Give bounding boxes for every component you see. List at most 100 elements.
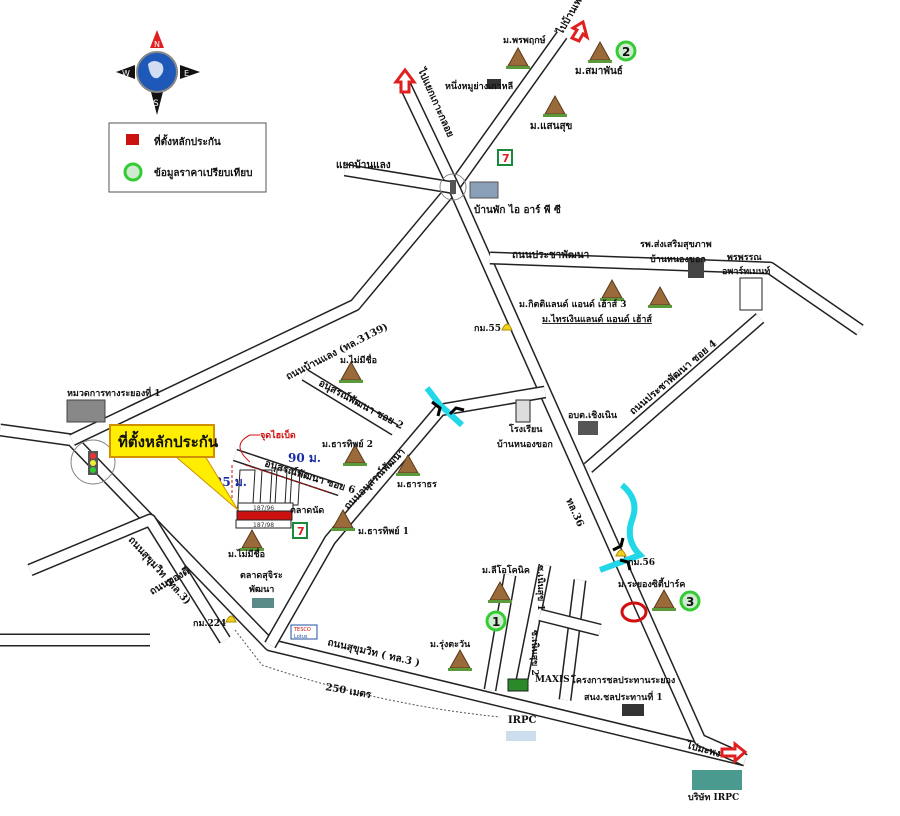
place-label: อบต.เชิงเนิน (568, 410, 618, 421)
house-icon (448, 648, 472, 671)
place-label: รพ.ส่งเสริมสุขภาพ (640, 239, 712, 250)
place-label: ม.แสนสุข (530, 121, 573, 132)
road (69, 32, 567, 445)
road (560, 579, 585, 701)
house-icon (600, 278, 624, 301)
place-label: ตลาดสุจิระ (240, 570, 283, 581)
place-label: แยกบ้านแลง (336, 159, 391, 171)
comparison-swatch (123, 162, 143, 182)
comparable-marker-2[interactable]: 2 (615, 40, 637, 62)
place-label: MAXIS (535, 675, 570, 685)
plot-number: 187/96 (253, 505, 274, 512)
road-label: อนุสรณ์พัฒนา ซอย 2 (317, 377, 406, 432)
legend-comparison-label: ข้อมูลราคาเปรียบเทียบ (154, 167, 252, 180)
place-label: บริษัท IRPC (688, 792, 739, 803)
canal (424, 386, 465, 428)
frontage-measurement: 90 ม. (288, 451, 321, 465)
place-label: ม.ธาราธร (397, 480, 437, 490)
place-label: โครงการชลประทานระยอง (570, 674, 675, 686)
place-label: ตลาดนัด (290, 505, 324, 516)
place-label: ม.รุ่งตะวัน (430, 639, 471, 650)
canal (598, 482, 646, 573)
comparable-number: 1 (492, 615, 500, 629)
house-icon (488, 580, 512, 603)
comparable-marker-1[interactable]: 1 (485, 610, 507, 632)
place-label: กม.56 (628, 558, 655, 568)
comparable-number: 2 (622, 45, 630, 59)
tesco-logo: TESCO (293, 627, 311, 633)
place-label: บ้านหนองขอก (497, 439, 553, 450)
road (489, 253, 863, 335)
traffic-light-icon (70, 173, 467, 485)
compass-rose: N S W E (116, 30, 200, 115)
building-icon: TESCO Lotus (66, 79, 763, 790)
place-label: ม.ลีโอโคนิค (482, 564, 530, 576)
comparable-number: 3 (686, 595, 694, 609)
road (302, 370, 398, 435)
road (265, 387, 546, 648)
house-icon (652, 588, 676, 611)
compass-w: W (122, 69, 130, 78)
place-label: ม.กิตติแลนด์ แอนด์ เฮ้าส์ 3 (519, 298, 627, 310)
legend: ที่ตั้งหลักประกัน ข้อมูลราคาเปรียบเทียบ (108, 122, 267, 193)
callout-label: ที่ตั้งหลักประกัน (118, 430, 219, 451)
houses (240, 40, 676, 671)
place-label: IRPC (508, 715, 537, 726)
place-label: หนึ่งหมูย่างเกาหลี (445, 79, 513, 92)
place-label: ม.พรพฤกษ์ (503, 34, 546, 46)
house-icon (331, 508, 355, 531)
place-label: ม.ธารทิพย์ 1 (358, 525, 409, 537)
road (28, 515, 230, 643)
seven-eleven-logo: 7 (297, 525, 305, 538)
plot-number: 187/98 (253, 522, 274, 529)
reference-point-label: จุดไฮเบ็ด (260, 428, 296, 441)
toyota-logo-icon (620, 601, 648, 623)
place-label: โรงเรียน (508, 423, 543, 435)
distance-label: 250 เมตร (324, 682, 372, 701)
place-label: สนง.ชลประทานที่ 1 (584, 690, 663, 703)
road (538, 610, 602, 635)
place-label: ม.ไม่มีชื่อ (228, 547, 265, 560)
place-label: ม.สมาพันธ์ (575, 65, 623, 77)
road-label: ทล.36 (563, 497, 585, 529)
seven-eleven-icon: 7 7 (292, 149, 513, 539)
road-label: ซ.เนินสุข 1 (535, 565, 546, 611)
house-icon (506, 46, 530, 69)
collateral-plot (236, 510, 293, 521)
compass-n: N (154, 40, 160, 49)
house-icon (648, 285, 672, 308)
road (515, 564, 550, 691)
road (344, 165, 456, 193)
place-label: ม.ไม่มีชื่อ (340, 353, 377, 366)
place-label: หมวดการทางระยองที่ 1 (67, 386, 161, 399)
place-label: ม.ระยองซิตี้ปาร์ค (618, 577, 685, 590)
comparable-marker-3[interactable]: 3 (679, 590, 701, 612)
place-label: ม.ธารทิพย์ 2 (322, 438, 373, 450)
bridge-icon (431, 400, 632, 571)
lotus-logo: Lotus (294, 634, 308, 640)
place-label: ม.ไทรเงินแลนด์ แอนด์ เฮ้าส์ (542, 313, 652, 325)
place-label: กม.55 (474, 324, 501, 334)
place-label: พรพรรณ (727, 253, 762, 263)
place-label: พัฒนา (249, 584, 274, 595)
place-labels: แยกบ้านแลง หมวดการทางระยองที่ 1 ม.พรพฤกษ… (67, 34, 770, 803)
road (233, 450, 342, 495)
compass-s: S (153, 99, 159, 109)
house-icon (396, 453, 420, 476)
place-label: อพาร์ทเมนท์ (722, 265, 770, 277)
seven-eleven-logo: 7 (502, 152, 510, 165)
km-marker-icon (225, 323, 627, 623)
house-icon (543, 94, 567, 117)
legend-collateral-label: ที่ตั้งหลักประกัน (154, 134, 221, 148)
road (584, 314, 764, 472)
collateral-swatch (126, 134, 139, 145)
place-label: บ้านพัก ไอ อาร์ พี ซี (474, 203, 561, 216)
house-icon (588, 40, 612, 63)
road-label: ถนนประชาพัฒนา ซอย 4 (627, 337, 719, 417)
house-icon (343, 443, 367, 466)
road-label: ซ.เนินสุข 2 (529, 630, 540, 676)
house-icon (240, 528, 264, 551)
house-icon (339, 360, 363, 383)
place-label: บ้านหนองขอก (650, 254, 706, 265)
